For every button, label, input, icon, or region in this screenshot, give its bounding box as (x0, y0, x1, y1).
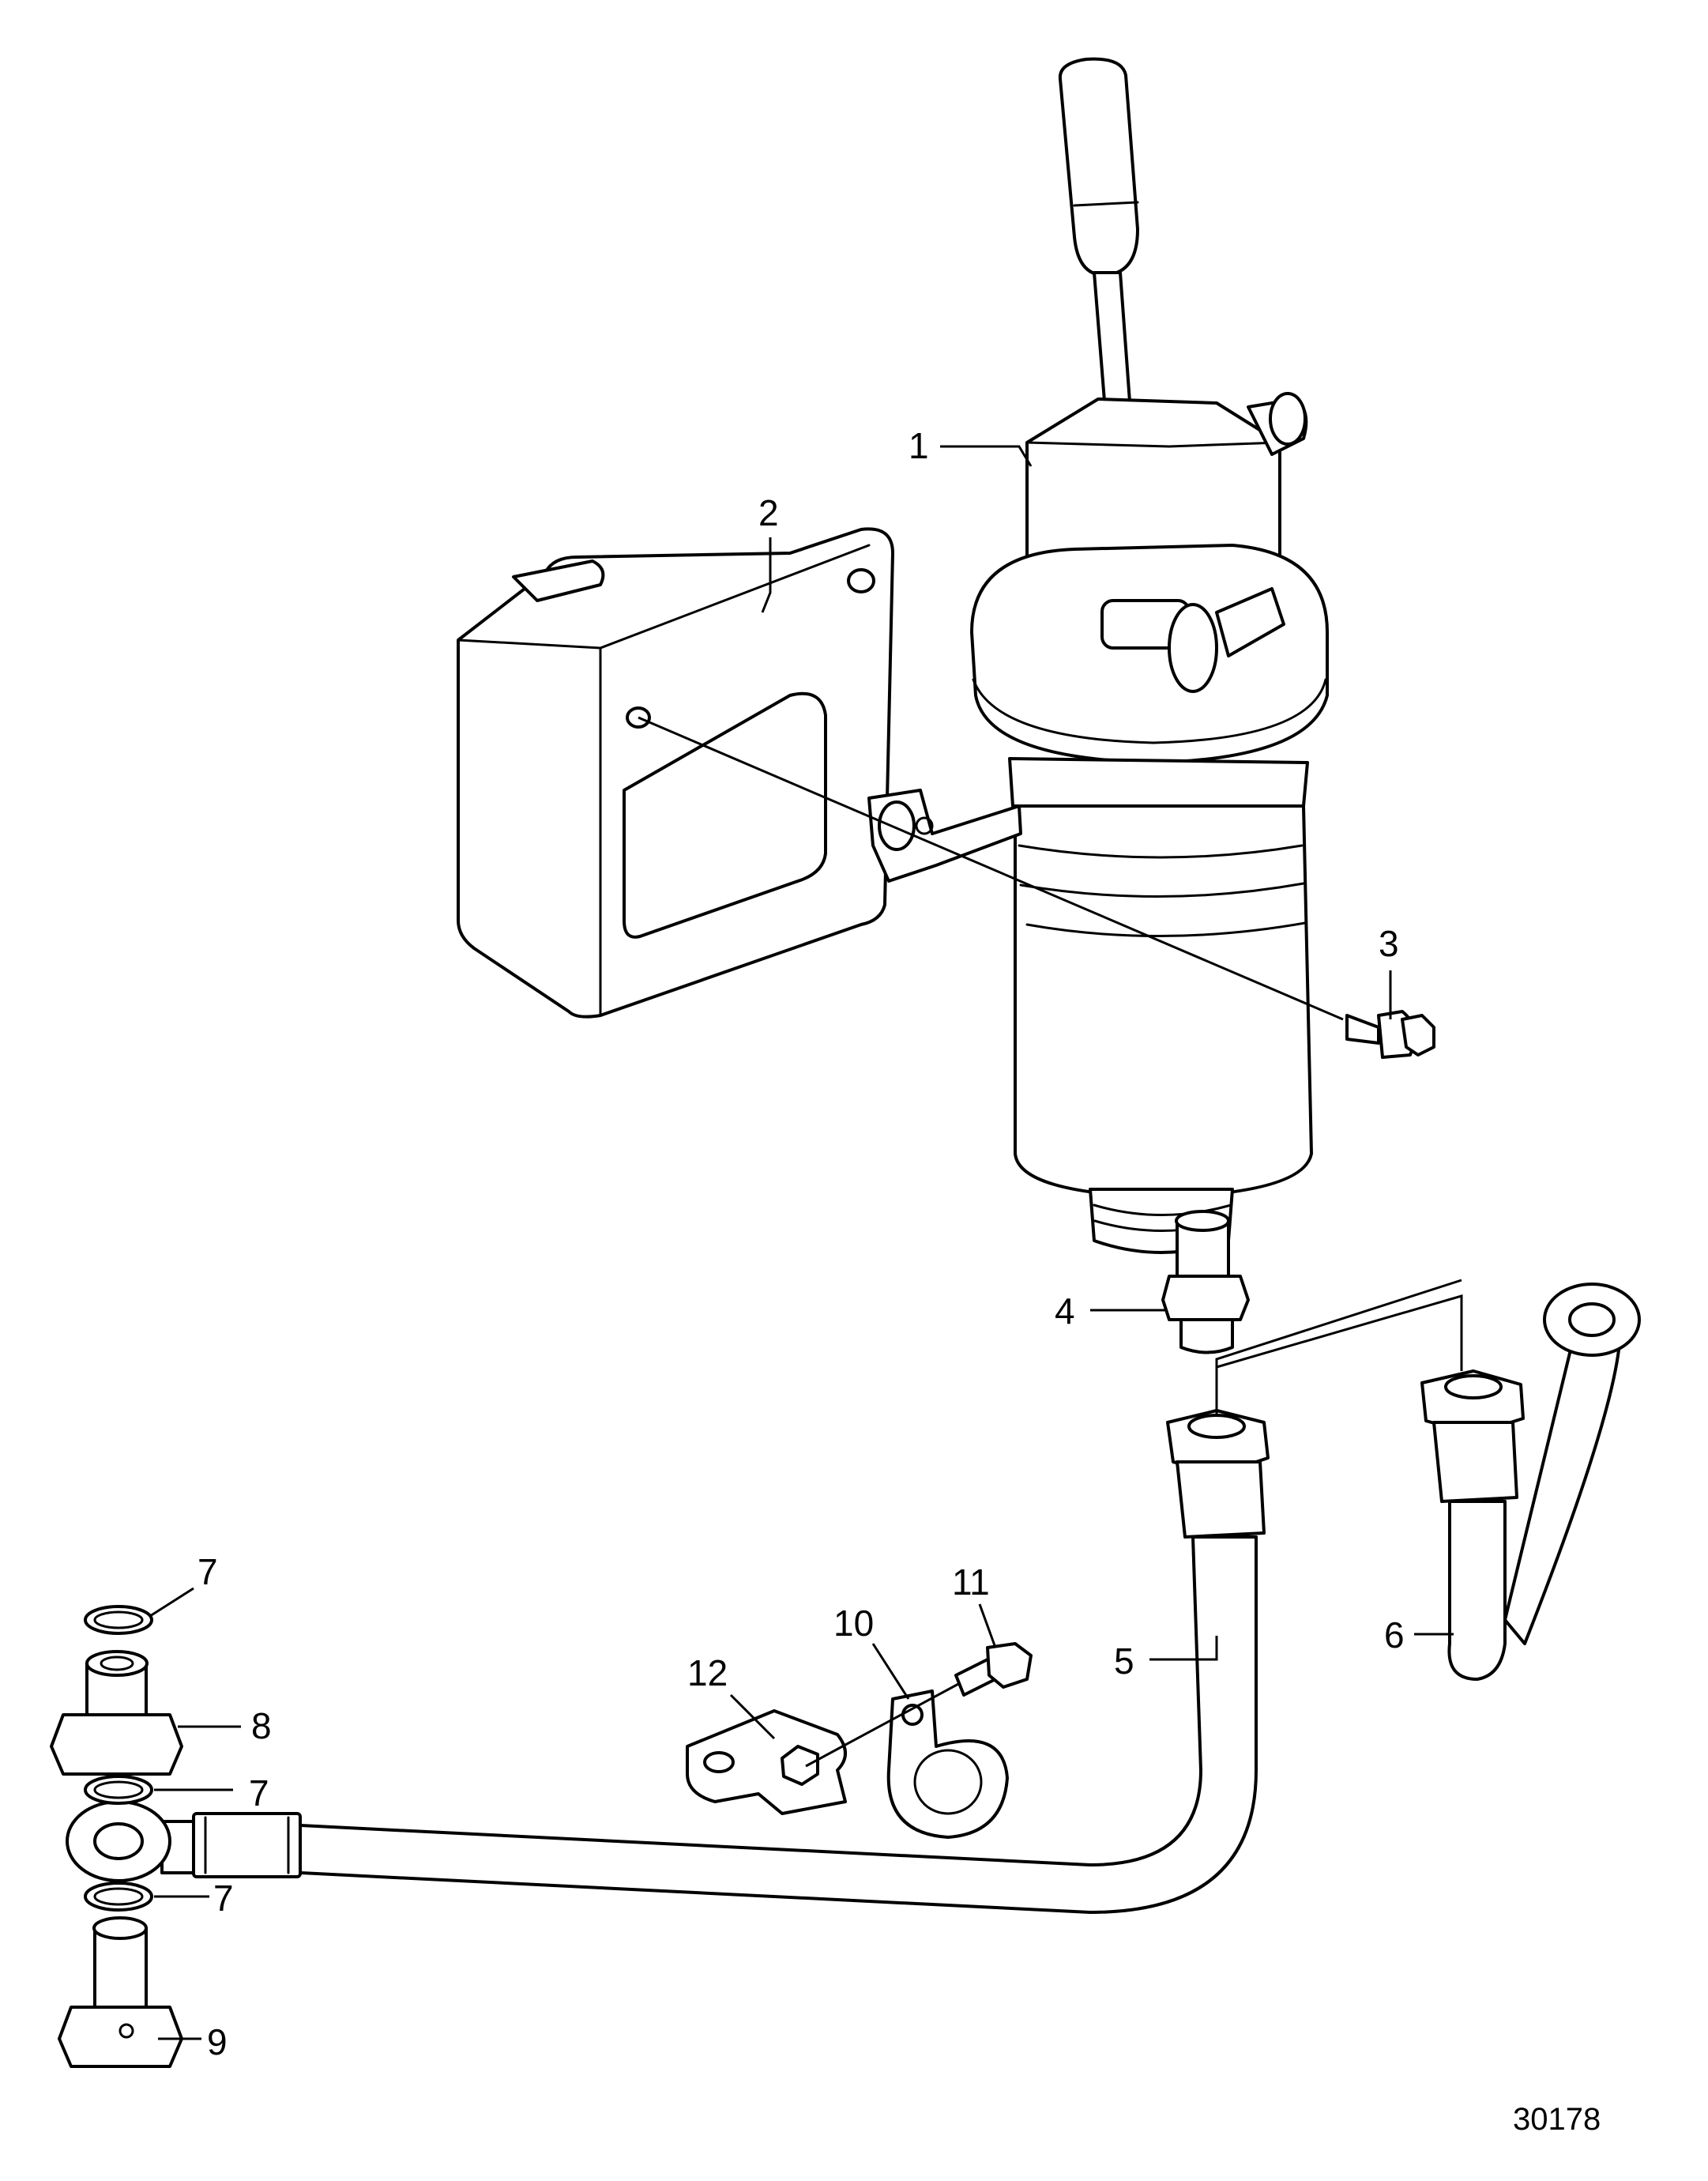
mounting-bracket (457, 527, 894, 1019)
seal-washer-top (84, 1605, 153, 1635)
callout-3: 3 (1379, 923, 1399, 964)
clamp-bracket (686, 1709, 847, 1815)
banjo-bolt (58, 1916, 183, 2068)
leader-10 (871, 1643, 910, 1700)
callout-6: 6 (1384, 1614, 1405, 1656)
callout-7-bottom: 7 (213, 1878, 234, 1919)
threaded-adapter (50, 1650, 183, 1776)
callout-12: 12 (687, 1652, 728, 1693)
callout-1: 1 (909, 425, 929, 466)
leader-2 (761, 537, 772, 613)
alternative-hose (1420, 1283, 1641, 1681)
alignment-line (638, 716, 1344, 1021)
callout-7-top: 7 (198, 1551, 218, 1592)
leader-12 (729, 1693, 776, 1740)
leader-11 (978, 1603, 997, 1648)
clamp-alignment-line (805, 1682, 961, 1768)
screw (954, 1642, 1033, 1697)
figure-number: 30178 (1513, 2102, 1601, 2137)
p-clamp (886, 1689, 1009, 1839)
callout-2: 2 (758, 492, 779, 533)
callout-5: 5 (1114, 1640, 1134, 1682)
leader-5 (1149, 1636, 1218, 1661)
callout-11: 11 (952, 1561, 990, 1603)
callout-10: 10 (833, 1603, 874, 1644)
callout-4: 4 (1055, 1290, 1075, 1332)
alternative-connection-line (1215, 1279, 1463, 1414)
hand-pump (970, 57, 1329, 1254)
pump-strap-clamp (867, 789, 1022, 883)
bolt (1345, 1010, 1435, 1059)
adapter-nipple (1161, 1210, 1250, 1354)
callout-7-middle: 7 (249, 1772, 269, 1814)
callout-8: 8 (251, 1705, 272, 1746)
leader-1 (940, 445, 1033, 467)
seal-washer-bottom (84, 1882, 153, 1912)
seal-washer-middle (84, 1775, 153, 1805)
leader-7a (149, 1587, 194, 1618)
leader-lines (149, 445, 1454, 2040)
callout-9: 9 (207, 2021, 228, 2062)
hose (66, 1409, 1270, 1914)
